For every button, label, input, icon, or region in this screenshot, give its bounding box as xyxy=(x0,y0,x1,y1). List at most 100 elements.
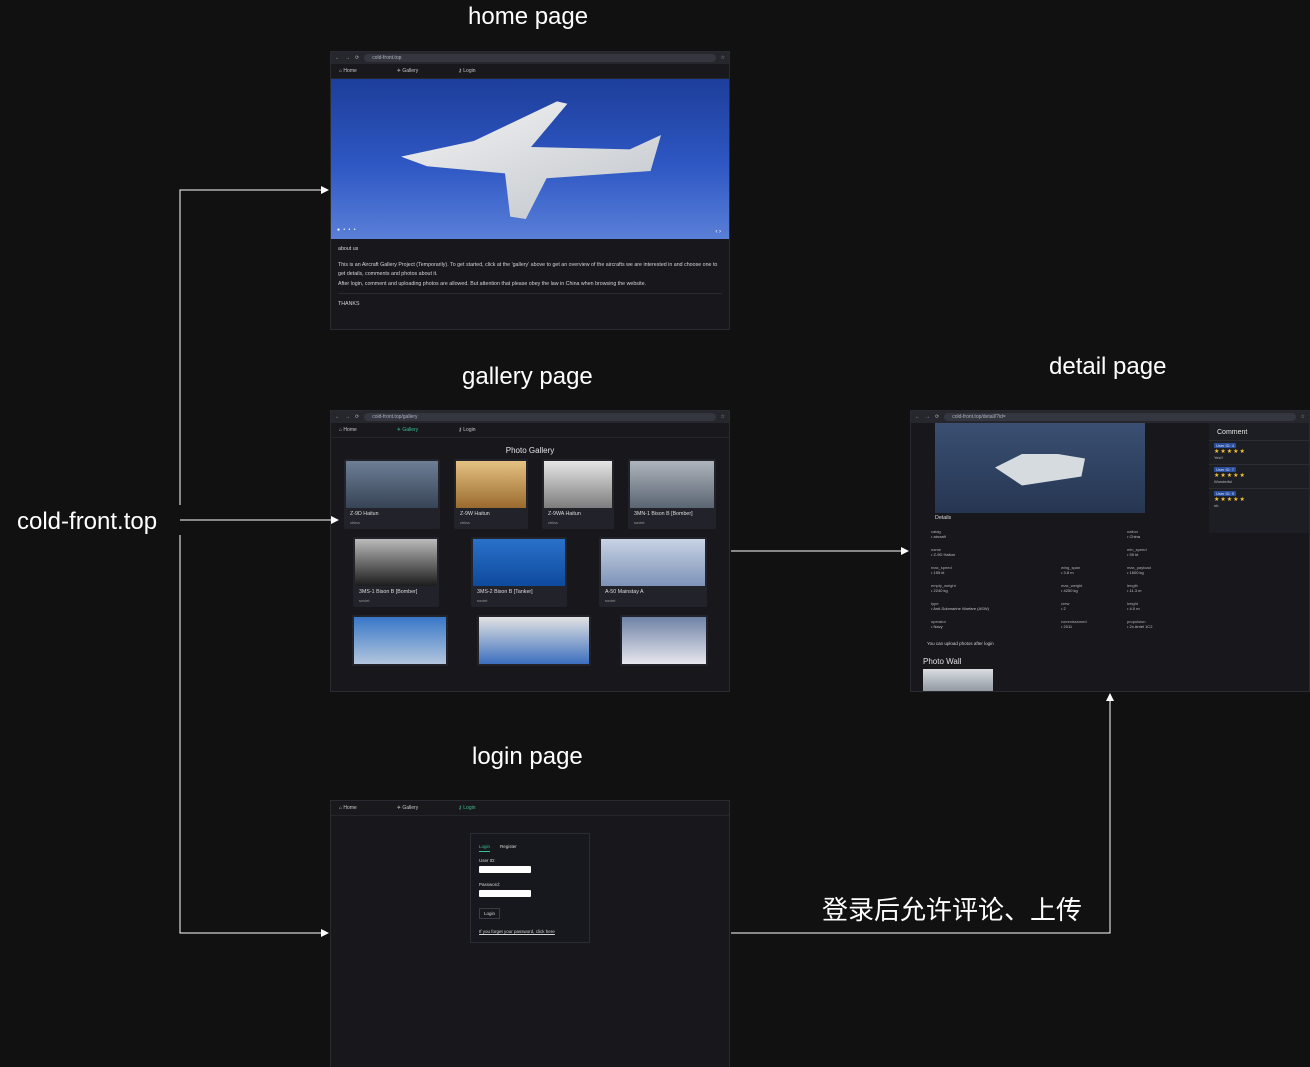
login-form: Login Register User ID: Password: Login … xyxy=(470,833,590,943)
card-title: Z-9D Haitun xyxy=(350,511,379,517)
user-id-input[interactable] xyxy=(479,866,531,873)
browser-bar: ← → ⟳ cold-front.top ☆ xyxy=(331,52,729,64)
comment-panel: Comment User ID: 4★★★★★Yes!! User ID: 7★… xyxy=(1209,423,1309,533)
nav-home[interactable]: ⌂ Home xyxy=(339,427,357,433)
aircraft-thumbnail xyxy=(630,461,714,508)
reload-icon[interactable]: ⟳ xyxy=(935,414,940,420)
password-label: Password: xyxy=(479,882,501,887)
forward-icon[interactable]: → xyxy=(345,55,350,61)
gallery-card[interactable]: Z-9D Haitun china xyxy=(344,459,440,529)
arrow-to-home xyxy=(179,186,329,505)
comment-item: User ID: 9★★★★★nb xyxy=(1209,488,1309,512)
reload-icon[interactable]: ⟳ xyxy=(355,55,360,61)
address-bar[interactable]: cold-front.top/detail/?id= xyxy=(944,413,1296,421)
aircraft-thumbnail xyxy=(353,617,446,664)
detail-field: height4.0 m xyxy=(1127,601,1205,611)
gallery-row-2: 3MS-1 Bison B [Bomber]soviet 3MS-2 Bison… xyxy=(331,537,729,607)
gallery-page-screenshot: ← → ⟳ cold-front.top/gallery ☆ ⌂ Home ✈ … xyxy=(330,410,730,692)
star-icon[interactable]: ☆ xyxy=(1300,414,1305,420)
back-icon[interactable]: ← xyxy=(335,414,340,420)
comment-user: User ID: 7 xyxy=(1214,467,1237,472)
card-origin: soviet xyxy=(605,598,616,603)
detail-field: crew2 xyxy=(1061,601,1139,611)
card-title: 3MS-2 Bison B [Tanker] xyxy=(477,589,533,595)
star-icon[interactable]: ☆ xyxy=(720,55,725,61)
forward-icon[interactable]: → xyxy=(345,414,350,420)
arrow-login-to-detail xyxy=(731,693,1114,934)
aircraft-thumbnail xyxy=(355,539,437,586)
gallery-card[interactable]: 3MN-1 Bison B [Bomber]soviet xyxy=(628,459,716,529)
nav-gallery[interactable]: ✈ Gallery xyxy=(396,68,419,74)
card-origin: soviet xyxy=(477,598,488,603)
detail-field: max_speed155 kt xyxy=(931,565,1009,575)
gallery-card[interactable] xyxy=(620,615,709,666)
detail-field: catagaircraft xyxy=(931,529,1009,539)
carousel-dots[interactable]: ● • • • xyxy=(337,227,357,233)
star-icon[interactable]: ☆ xyxy=(720,414,725,420)
aircraft-thumbnail xyxy=(456,461,526,508)
detail-field: typeAnti-Submarine Warfare (ASW) xyxy=(931,601,1051,611)
card-origin: china xyxy=(350,520,360,525)
aircraft-thumbnail xyxy=(346,461,438,508)
gallery-card[interactable] xyxy=(476,615,591,666)
aircraft-thumbnail xyxy=(601,539,705,586)
home-page-title: home page xyxy=(468,3,589,30)
address-bar[interactable]: cold-front.top/gallery xyxy=(364,413,716,421)
card-origin: soviet xyxy=(634,520,645,525)
carousel-arrows[interactable]: ‹ › xyxy=(715,229,721,235)
gallery-card[interactable]: 3MS-1 Bison B [Bomber]soviet xyxy=(353,537,439,607)
comment-item: User ID: 4★★★★★Yes!! xyxy=(1209,440,1309,464)
nav-gallery[interactable]: ✈ Gallery xyxy=(396,805,419,811)
gallery-card[interactable]: 3MS-2 Bison B [Tanker] soviet xyxy=(471,537,567,607)
gallery-card[interactable] xyxy=(351,615,448,666)
nav-login[interactable]: ⚷ Login xyxy=(458,805,476,811)
detail-field: wing_span3.8 m xyxy=(1061,565,1139,575)
comment-text: Yes!! xyxy=(1214,455,1223,460)
detail-page-title: detail page xyxy=(1049,353,1167,380)
login-tabs: Login Register xyxy=(479,844,581,852)
nav-login[interactable]: ⚷ Login xyxy=(458,427,476,433)
browser-bar: ← → ⟳ cold-front.top/gallery ☆ xyxy=(331,411,729,423)
comment-user: User ID: 9 xyxy=(1214,491,1237,496)
browser-bar: ← → ⟳ cold-front.top/detail/?id= ☆ xyxy=(911,411,1309,423)
password-input[interactable] xyxy=(479,890,531,897)
comment-text: nb xyxy=(1214,503,1219,508)
gallery-row-1: Z-9D Haitun china Z-9W Haitun china Z-9WA … xyxy=(331,459,729,529)
tab-register[interactable]: Register xyxy=(500,844,517,849)
tab-login[interactable]: Login xyxy=(479,844,491,852)
forgot-password-link[interactable]: If you forget your password, click here xyxy=(479,929,555,934)
arrow-to-login xyxy=(179,535,329,937)
nav-home[interactable]: ⌂ Home xyxy=(339,805,357,811)
about-text-1: This is an Aircraft Gallery Project (Tem… xyxy=(338,261,718,278)
detail-field: nationChina xyxy=(1127,529,1205,539)
back-icon[interactable]: ← xyxy=(915,414,920,420)
address-bar[interactable]: cold-front.top xyxy=(364,54,716,62)
comment-text: Wonderful xyxy=(1214,479,1233,484)
card-title: Z-9W Haitun xyxy=(460,511,490,517)
photo-wall-image[interactable] xyxy=(923,669,993,691)
gallery-card[interactable]: Z-9W Haitun china xyxy=(454,459,528,529)
photo-wall-title: Photo Wall xyxy=(923,657,962,666)
aircraft-thumbnail xyxy=(478,617,589,664)
detail-field: empty_weight2240 kg xyxy=(931,583,1009,593)
nav-gallery[interactable]: ✈ Gallery xyxy=(396,427,419,433)
detail-field: min_speed55 kt xyxy=(1127,547,1205,557)
detail-field: commissioned2011 xyxy=(1061,619,1139,629)
forward-icon[interactable]: → xyxy=(925,414,930,420)
card-origin: soviet xyxy=(359,598,370,603)
about-section: about us This is an Aircraft Gallery Pro… xyxy=(331,239,729,316)
nav-bar: ⌂ Home ✈ Gallery ⚷ Login xyxy=(331,423,729,438)
hero-carousel: ● • • • ‹ › xyxy=(331,79,729,239)
helicopter-image xyxy=(935,423,1145,513)
login-button[interactable]: Login xyxy=(479,908,501,919)
about-title: about us xyxy=(338,246,359,252)
card-origin: china xyxy=(460,520,470,525)
nav-login[interactable]: ⚷ Login xyxy=(458,68,476,74)
back-icon[interactable]: ← xyxy=(335,55,340,61)
reload-icon[interactable]: ⟳ xyxy=(355,414,360,420)
rating-stars: ★★★★★ xyxy=(1214,473,1246,479)
user-id-label: User ID: xyxy=(479,858,496,863)
nav-home[interactable]: ⌂ Home xyxy=(339,68,357,74)
